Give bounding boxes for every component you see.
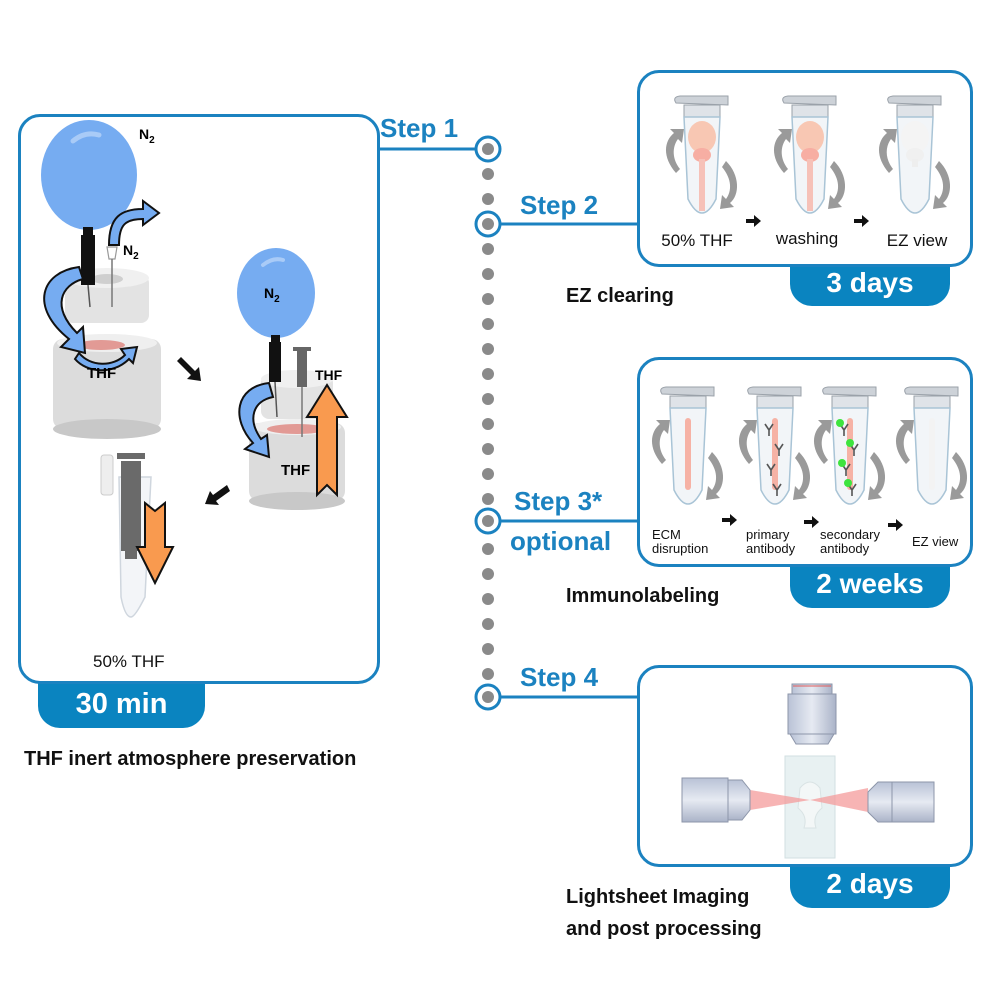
step2-illustration bbox=[666, 95, 951, 227]
timeline-dot bbox=[482, 418, 494, 430]
step2-label: Step 2 bbox=[520, 190, 599, 220]
vent-gas-sub: 2 bbox=[133, 250, 139, 262]
laser-beam-right bbox=[810, 788, 868, 812]
balloon-2 bbox=[237, 248, 315, 342]
timeline-dot bbox=[482, 543, 494, 555]
illumination-objective-left bbox=[681, 777, 751, 823]
timeline-dot bbox=[482, 568, 494, 580]
vial-2-label: THF bbox=[281, 462, 311, 479]
tube-ez-view bbox=[879, 95, 951, 214]
timeline-dot bbox=[482, 618, 494, 630]
syringe-1 bbox=[81, 235, 95, 285]
timeline-dot bbox=[482, 268, 494, 280]
vent-arrow bbox=[107, 199, 161, 246]
timeline-dot bbox=[482, 443, 494, 455]
balloon-1 bbox=[41, 120, 137, 235]
timeline-dot bbox=[482, 343, 494, 355]
step1-caption: THF inert atmosphere preservation bbox=[24, 748, 357, 770]
timeline-dot bbox=[482, 493, 494, 505]
withdraw-arrow bbox=[305, 383, 349, 498]
process-arrow bbox=[888, 519, 903, 531]
step3-stage-4: EZ view bbox=[912, 534, 959, 549]
tube-washing bbox=[774, 95, 846, 214]
vial-1-label: THF bbox=[87, 365, 117, 382]
lightsheet-illustration bbox=[681, 683, 935, 859]
process-arrow-1 bbox=[177, 357, 201, 381]
inflow-arrow bbox=[43, 265, 87, 355]
syringe-thf-label: THF bbox=[315, 367, 343, 383]
process-arrow bbox=[746, 215, 761, 227]
timeline-dot bbox=[482, 243, 494, 255]
step4-label: Step 4 bbox=[520, 662, 599, 692]
syringe-2 bbox=[269, 342, 281, 382]
balloon-2-gas-sub: 2 bbox=[274, 293, 280, 305]
thf-syringe bbox=[297, 349, 307, 387]
step1-duration-badge: 30 min bbox=[38, 682, 205, 728]
timeline-dot bbox=[482, 468, 494, 480]
balloon-2-gas: N bbox=[264, 285, 275, 301]
vial-1 bbox=[53, 268, 161, 439]
tube-secondary-antibody bbox=[814, 386, 886, 505]
vent-gas: N bbox=[123, 242, 134, 258]
tube-50-thf bbox=[100, 453, 152, 618]
step1-panel: N2 N2 N2 THF THF THF 50% THF bbox=[18, 114, 380, 684]
illumination-objective-right bbox=[867, 781, 935, 823]
process-arrow bbox=[854, 215, 869, 227]
vent-needle bbox=[106, 246, 118, 260]
tube-primary-antibody bbox=[739, 386, 811, 505]
step3-caption: Immunolabeling bbox=[566, 585, 720, 607]
sample-outline bbox=[797, 781, 823, 829]
timeline-dot bbox=[482, 668, 494, 680]
step4-caption-line1: Lightsheet Imaging bbox=[566, 886, 750, 908]
step2-caption: EZ clearing bbox=[566, 285, 674, 307]
step3-optional-label: optional bbox=[510, 526, 612, 556]
step3-duration-badge: 2 weeks bbox=[790, 562, 950, 608]
timeline-dot bbox=[482, 368, 494, 380]
step4-duration-badge: 2 days bbox=[790, 862, 950, 908]
tube-50-thf bbox=[666, 95, 738, 214]
process-arrow bbox=[804, 516, 819, 528]
timeline-dot bbox=[482, 293, 494, 305]
timeline-dot bbox=[482, 318, 494, 330]
balloon-1-gas-sub: 2 bbox=[149, 134, 155, 146]
process-arrow bbox=[722, 514, 737, 526]
timeline-dot bbox=[482, 643, 494, 655]
step2-stage-3: EZ view bbox=[886, 231, 948, 250]
step3-illustration bbox=[652, 386, 968, 531]
tube-ecm-disruption bbox=[652, 386, 724, 505]
timeline-dot bbox=[482, 593, 494, 605]
balloon-1-gas: N bbox=[139, 126, 150, 142]
dispense-arrow bbox=[135, 500, 175, 586]
step4-panel bbox=[637, 665, 973, 867]
step2-panel: 50% THF washing EZ view bbox=[637, 70, 973, 267]
step4-caption-line2: and post processing bbox=[566, 918, 762, 940]
step2-stage-2: washing bbox=[775, 229, 839, 248]
step3-label: Step 3* bbox=[514, 486, 603, 516]
step2-duration-badge: 3 days bbox=[790, 262, 950, 306]
timeline-dot bbox=[482, 193, 494, 205]
timeline-dot bbox=[482, 168, 494, 180]
inflow-arrow-2 bbox=[238, 381, 275, 459]
step2-stage-1: 50% THF bbox=[661, 231, 733, 250]
step1-label: Step 1 bbox=[380, 113, 459, 143]
timeline-dots bbox=[482, 168, 494, 680]
tube-ez-view bbox=[896, 386, 968, 505]
swirl-arrow bbox=[73, 345, 139, 372]
timeline-dot bbox=[482, 393, 494, 405]
tube-label: 50% THF bbox=[93, 652, 165, 671]
laser-beam-left bbox=[750, 790, 810, 810]
step1-illustration bbox=[41, 120, 349, 618]
detection-objective bbox=[787, 683, 837, 745]
process-arrow-2 bbox=[205, 485, 230, 505]
